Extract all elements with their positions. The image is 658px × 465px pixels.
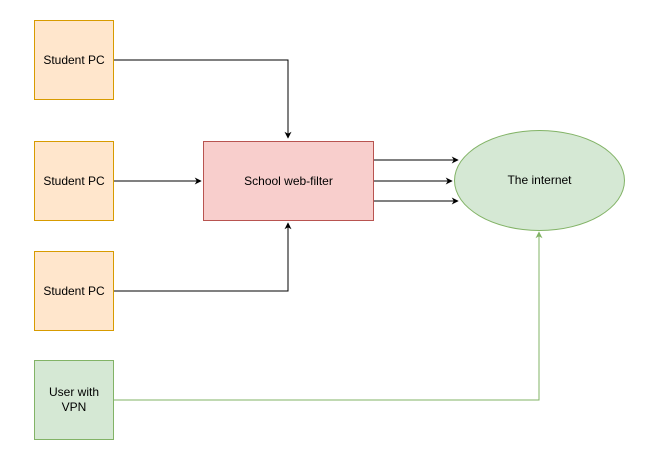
student-pc-label-1: Student PC — [43, 52, 105, 67]
internet-node[interactable]: The internet — [454, 130, 625, 231]
edge-student-pc-1-to-filter — [114, 59, 292, 139]
edge-student-pc-3-to-filter — [114, 222, 292, 292]
vpn-user-node[interactable]: User with VPN — [34, 360, 114, 440]
student-pc-node-1[interactable]: Student PC — [34, 20, 114, 100]
student-pc-node-3[interactable]: Student PC — [34, 251, 114, 331]
web-filter-label: School web-filter — [244, 173, 333, 188]
edge-vpn-to-internet — [114, 231, 543, 401]
internet-label: The internet — [507, 173, 572, 187]
student-pc-node-2[interactable]: Student PC — [34, 141, 114, 221]
student-pc-label-2: Student PC — [43, 173, 105, 188]
vpn-user-label: User with VPN — [48, 385, 99, 414]
web-filter-node[interactable]: School web-filter — [203, 141, 374, 221]
student-pc-label-3: Student PC — [43, 283, 105, 298]
